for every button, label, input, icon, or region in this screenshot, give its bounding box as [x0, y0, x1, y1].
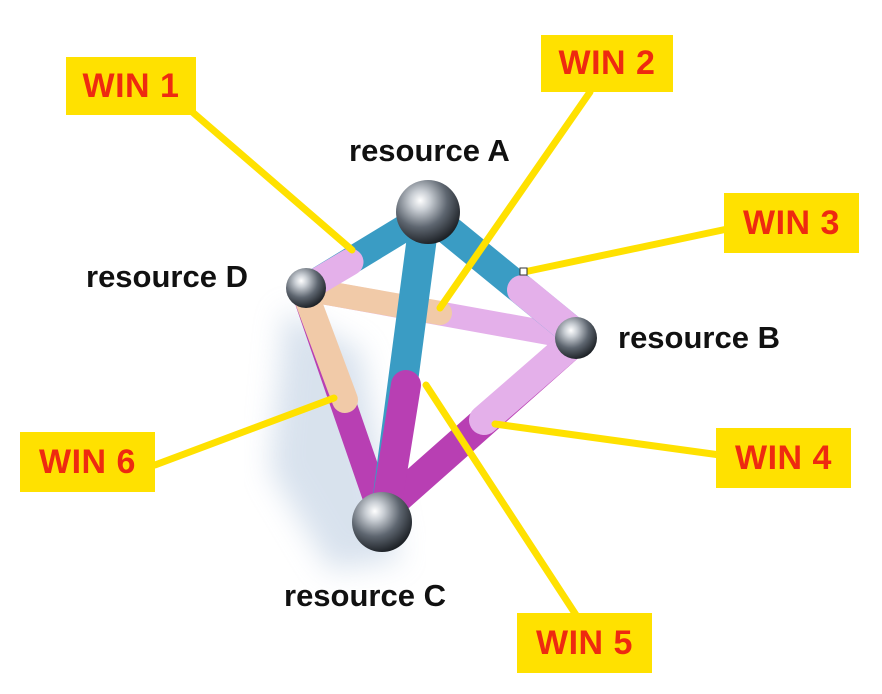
win-3-label: WIN 3: [743, 203, 840, 242]
connector-win-2: [436, 88, 594, 312]
connector-win-4: [491, 420, 724, 459]
selection-handle[interactable]: [519, 267, 528, 276]
win-3-box: WIN 3: [724, 193, 859, 253]
rod-a-c: [371, 207, 439, 525]
rod-b-c: [369, 325, 591, 525]
ball-resource-b: [555, 317, 597, 359]
win-6-label: WIN 6: [39, 442, 136, 481]
rod-d-c: [291, 277, 393, 523]
ball-resource-d: [286, 268, 326, 308]
connector-win-6: [151, 394, 338, 469]
win-5-label: WIN 5: [536, 623, 633, 662]
connector-win-3: [520, 224, 736, 276]
connector-win-1: [186, 106, 356, 254]
ball-resource-a: [396, 180, 460, 244]
win-4-box: WIN 4: [716, 428, 851, 488]
win-6-box: WIN 6: [20, 432, 155, 492]
win-1-label: WIN 1: [82, 66, 180, 105]
label-resource-a: resource A: [349, 133, 510, 168]
label-resource-b: resource B: [618, 320, 780, 355]
win-4-label: WIN 4: [735, 438, 832, 477]
ball-resource-c: [352, 492, 412, 552]
win-connectors: [151, 88, 736, 622]
win-2-box: WIN 2: [541, 35, 673, 92]
win-2-label: WIN 2: [558, 44, 656, 82]
label-resource-c: resource C: [284, 578, 446, 613]
win-5-box: WIN 5: [517, 613, 652, 673]
label-resource-d: resource D: [86, 259, 248, 294]
connector-win-5: [422, 381, 582, 622]
win-1-box: WIN 1: [66, 57, 196, 115]
